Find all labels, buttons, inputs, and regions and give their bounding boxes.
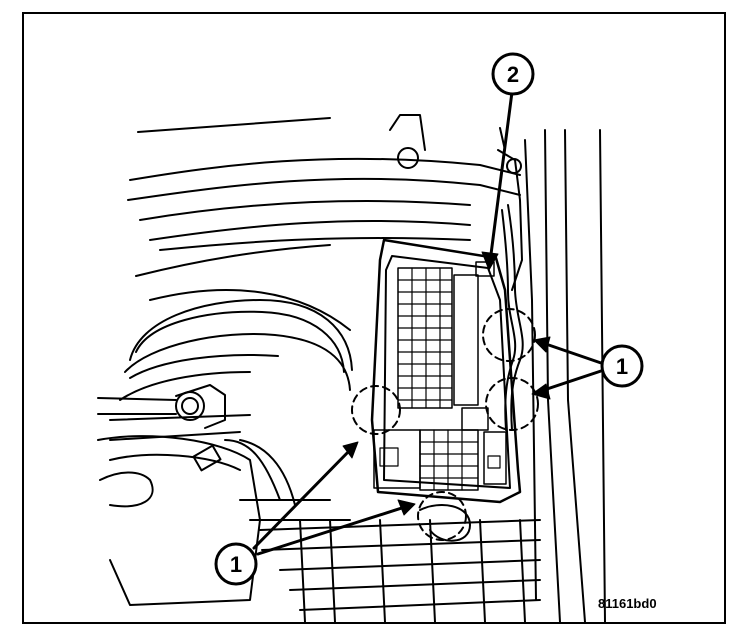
callout-1-right-label: 1 [616, 354, 628, 379]
fender-lines [497, 127, 606, 622]
diagram-frame [22, 12, 726, 624]
callout-1-left: 1 [214, 542, 258, 586]
clip-location-markers [351, 308, 539, 541]
callout-2: 2 [491, 52, 535, 96]
clip-marker-right-lower [485, 377, 539, 431]
figure-id: 81161bd0 [598, 596, 657, 611]
leader-lines [252, 90, 606, 556]
cowl-panel-lines [127, 114, 521, 277]
arrowheads [342, 251, 551, 516]
master-cylinder-reservoir [97, 435, 351, 606]
lower-harness [259, 504, 541, 622]
clip-marker-right-upper [482, 308, 536, 362]
vacuum-fitting [97, 384, 226, 429]
callout-1-left-label: 1 [230, 552, 242, 577]
callout-1-right: 1 [600, 344, 644, 388]
clip-marker-left [351, 385, 401, 435]
brake-booster [109, 289, 353, 441]
clip-marker-bottom [417, 491, 467, 541]
callout-2-label: 2 [507, 62, 519, 87]
fuse-box [370, 238, 522, 504]
